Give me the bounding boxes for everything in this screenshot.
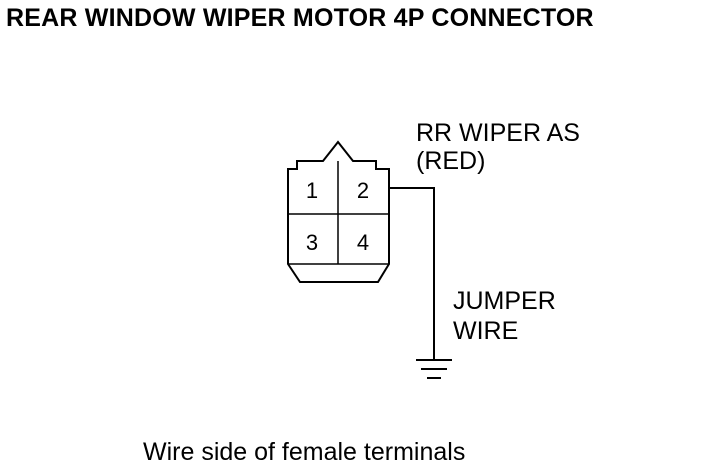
pin-2-label: 2	[357, 178, 369, 203]
wire-label-color: (RED)	[416, 147, 486, 175]
jumper-wire	[389, 187, 435, 360]
wire-label-name: RR WIPER AS	[416, 119, 580, 147]
pin-3-label: 3	[306, 230, 318, 255]
jumper-label-line2: WIRE	[453, 317, 519, 345]
pin-1-label: 1	[306, 178, 318, 203]
diagram-title: REAR WINDOW WIPER MOTOR 4P CONNECTOR	[6, 4, 594, 32]
jumper-label-line1: JUMPER	[453, 287, 556, 315]
pin-4-label: 4	[357, 230, 369, 255]
connector-housing	[287, 140, 390, 283]
diagram-caption: Wire side of female terminals	[143, 438, 466, 466]
ground-icon	[416, 359, 452, 379]
